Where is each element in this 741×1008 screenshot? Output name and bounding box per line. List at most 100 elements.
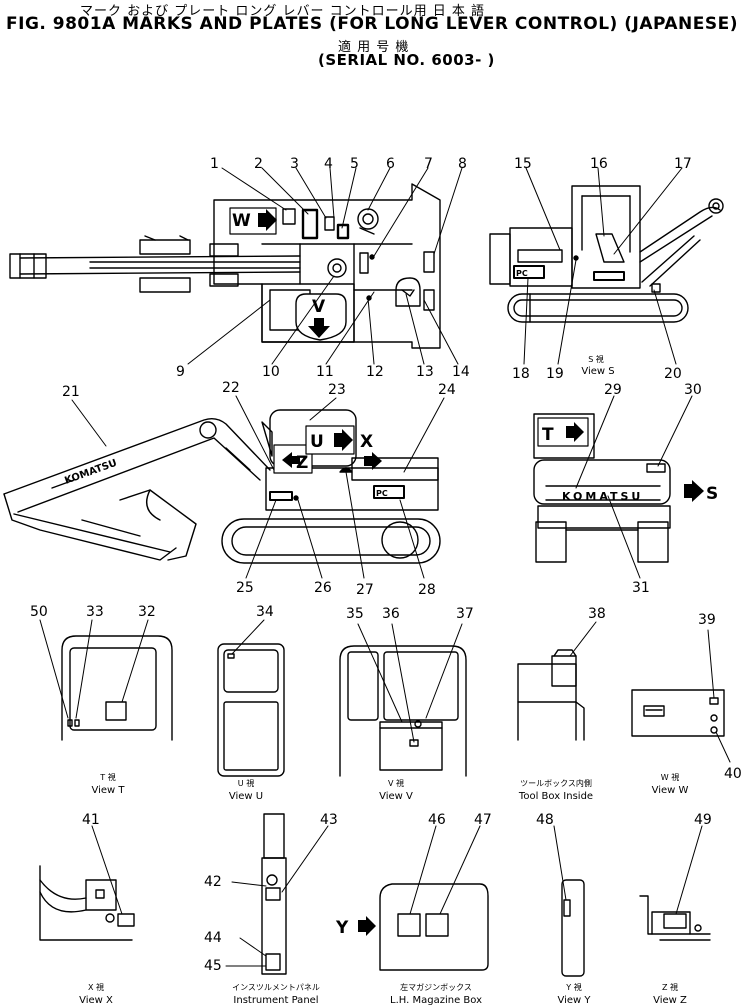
callout-40: 40	[724, 766, 741, 782]
callout-17: 17	[674, 156, 692, 172]
view-letter-s: S	[706, 484, 718, 504]
callout-22: 22	[222, 380, 240, 396]
caption-z: View Z	[653, 995, 687, 1006]
callout-44: 44	[204, 930, 222, 946]
callout-16: 16	[590, 156, 608, 172]
caption-w: View W	[652, 785, 689, 796]
callout-10: 10	[262, 364, 280, 380]
japanese-title: マーク および プレート ロング レバー コントロール用 日 本 語	[80, 4, 486, 19]
callout-5: 5	[350, 156, 359, 172]
view-s-side-view	[489, 185, 724, 323]
callout-4: 4	[324, 156, 333, 172]
caption-w-jp: W 視	[661, 773, 679, 782]
leader-lines	[39, 167, 731, 967]
view-letter-x: X	[360, 432, 373, 452]
callout-36: 36	[382, 606, 400, 622]
caption-v-jp: V 視	[388, 779, 404, 788]
view-u-cab-door	[217, 643, 285, 777]
callout-7: 7	[424, 156, 433, 172]
tool-box-inside	[517, 649, 585, 741]
caption-v: View V	[379, 791, 413, 802]
lh-magazine-box	[358, 883, 489, 971]
callout-46: 46	[428, 812, 446, 828]
view-letter-v: V	[312, 297, 326, 317]
view-letter-w: W	[232, 211, 251, 231]
callout-27: 27	[356, 582, 374, 598]
callout-38: 38	[588, 606, 606, 622]
caption-instrument-jp: インスツルメントパネル	[232, 983, 320, 992]
view-letter-z: Z	[296, 453, 308, 473]
brand-text-counterweight: KOMATSU	[562, 490, 643, 503]
caption-x: View X	[79, 995, 113, 1006]
view-t-cab-rear	[61, 635, 173, 741]
left-side-view-excavator	[3, 409, 441, 564]
caption-tool-box: Tool Box Inside	[518, 791, 593, 802]
caption-tool-box-jp: ツールボックス内側	[520, 778, 592, 788]
callout-23: 23	[328, 382, 346, 398]
callout-35: 35	[346, 606, 364, 622]
callout-6: 6	[386, 156, 395, 172]
callout-41: 41	[82, 812, 100, 828]
view-x-detail	[39, 865, 135, 941]
callout-18: 18	[512, 366, 530, 382]
caption-z-jp: Z 視	[662, 983, 678, 992]
callout-39: 39	[698, 612, 716, 628]
caption-s: View S	[581, 366, 614, 377]
callout-45: 45	[204, 958, 222, 974]
callout-33: 33	[86, 604, 104, 620]
top-view-machine	[9, 183, 441, 349]
callout-30: 30	[684, 382, 702, 398]
instrument-panel	[261, 813, 287, 975]
callout-9: 9	[176, 364, 185, 380]
callout-13: 13	[416, 364, 434, 380]
callout-47: 47	[474, 812, 492, 828]
callout-20: 20	[664, 366, 682, 382]
rear-view-machine	[533, 413, 704, 563]
callout-15: 15	[514, 156, 532, 172]
caption-u-jp: U 視	[238, 779, 254, 788]
plate-text-side: PC	[376, 489, 388, 498]
callout-29: 29	[604, 382, 622, 398]
callout-42: 42	[204, 874, 222, 890]
figure-title: FIG. 9801A MARKS AND PLATES (FOR LONG LE…	[6, 14, 739, 34]
caption-x-jp: X 視	[88, 983, 104, 992]
serial-number: (SERIAL NO. 6003- )	[318, 51, 495, 69]
callout-28: 28	[418, 582, 436, 598]
caption-y-jp: Y 視	[565, 983, 581, 992]
caption-y: View Y	[557, 995, 591, 1006]
caption-magazine-jp: 左マガジンボックス	[400, 982, 472, 992]
callout-34: 34	[256, 604, 274, 620]
callout-3: 3	[290, 156, 299, 172]
callout-11: 11	[316, 364, 334, 380]
callout-12: 12	[366, 364, 384, 380]
callout-25: 25	[236, 580, 254, 596]
view-y-detail	[561, 879, 585, 977]
view-letter-y: Y	[335, 918, 349, 938]
callout-31: 31	[632, 580, 650, 596]
callout-24: 24	[438, 382, 456, 398]
caption-s-jp: S 視	[588, 355, 604, 364]
caption-instrument: Instrument Panel	[233, 995, 318, 1006]
callout-37: 37	[456, 606, 474, 622]
japanese-serial-label: 適 用 号 機	[338, 40, 410, 55]
caption-u: View U	[229, 791, 263, 802]
callout-2: 2	[254, 156, 263, 172]
view-v-cab-front	[339, 645, 467, 777]
callout-50: 50	[30, 604, 48, 620]
callout-21: 21	[62, 384, 80, 400]
callout-48: 48	[536, 812, 554, 828]
plate-text-view-s: PC	[516, 269, 528, 278]
callout-14: 14	[452, 364, 470, 380]
callout-49: 49	[694, 812, 712, 828]
callout-19: 19	[546, 366, 564, 382]
view-letter-t: T	[542, 425, 554, 445]
callout-26: 26	[314, 580, 332, 596]
view-z-detail	[639, 895, 711, 941]
callout-1: 1	[210, 156, 219, 172]
callout-8: 8	[458, 156, 467, 172]
caption-t: View T	[91, 785, 125, 796]
caption-t-jp: T 視	[99, 773, 115, 782]
callout-43: 43	[320, 812, 338, 828]
view-letter-u: U	[310, 432, 324, 452]
